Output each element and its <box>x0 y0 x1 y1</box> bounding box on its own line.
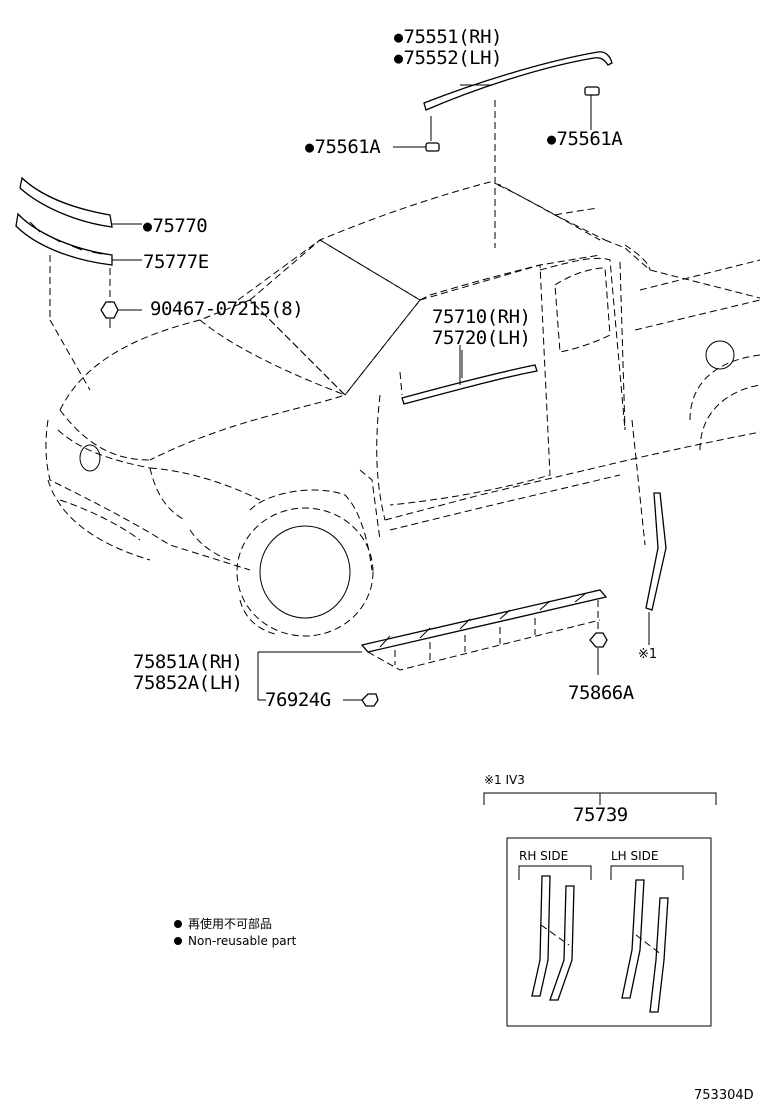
roof-molding-part <box>393 51 613 248</box>
diagram-id: 753304D <box>694 1088 754 1103</box>
hood-molding-part <box>15 176 142 391</box>
rocker-molding-part <box>257 589 608 707</box>
label-75551: 75551(RH) <box>394 27 503 48</box>
label-75770: 75770 <box>143 216 208 237</box>
inset-note: ※1 IV3 <box>484 773 525 787</box>
legend-line-en: Non-reusable part <box>174 932 296 950</box>
inset-lh-side: LH SIDE <box>611 849 659 863</box>
label-75852a: 75852A(LH) <box>133 672 243 694</box>
pillar-molding-part <box>631 419 667 645</box>
label-75561a-left: 75561A <box>305 137 381 158</box>
label-75720: 75720(LH) <box>432 327 531 349</box>
label-ref1: ※1 <box>638 647 658 662</box>
label-75561a-right: 75561A <box>547 129 623 150</box>
inset-part-number: 75739 <box>573 804 628 826</box>
label-75851a: 75851A(RH) <box>133 651 243 673</box>
inset-75739 <box>483 792 717 1027</box>
truck-body <box>45 181 760 637</box>
bullet-icon <box>174 937 182 945</box>
label-76924g: 76924G <box>265 689 331 711</box>
label-75777e: 75777E <box>143 251 209 273</box>
label-75552: 75552(LH) <box>394 48 503 69</box>
label-90467: 90467-07215(8) <box>150 298 304 320</box>
label-75866a: 75866A <box>568 682 634 704</box>
label-75710: 75710(RH) <box>432 306 531 328</box>
legend-line-jp: 再使用不可部品 <box>174 915 272 933</box>
inset-rh-side: RH SIDE <box>519 849 569 863</box>
bullet-icon <box>174 920 182 928</box>
